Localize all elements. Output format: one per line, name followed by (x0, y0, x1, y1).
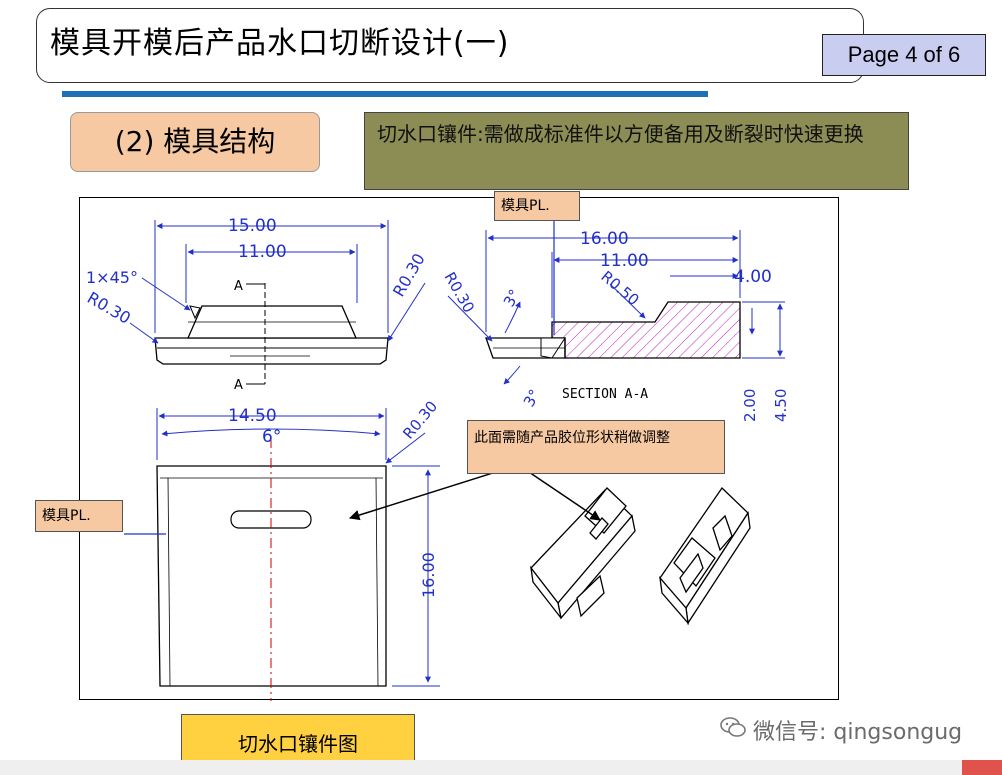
dim-4-5: 4.50 (772, 389, 790, 422)
callout-arrow-left (348, 465, 516, 521)
dim-r030-right: R0.30 (389, 250, 429, 300)
page-indicator: Page 4 of 6 (822, 34, 986, 76)
dim-r030-front: R0.30 (399, 397, 441, 442)
dim-11-section: 11.00 (600, 251, 649, 271)
bottom-bar (0, 760, 1002, 775)
dim-14-5: 14.50 (228, 406, 277, 426)
section-caption: SECTION A-A (562, 387, 648, 402)
title-rule (62, 91, 708, 97)
dim-15: 15.00 (228, 216, 277, 236)
front-dimensions (156, 408, 440, 687)
wechat-icon (720, 716, 746, 744)
page-title: 模具开模后产品水口切断设计(一) (50, 26, 510, 61)
iso-part-2 (659, 487, 751, 626)
front-view (156, 438, 387, 701)
iso-part-1 (530, 487, 636, 620)
section-mark-top: A (234, 279, 243, 294)
section-mark-bottom: A (234, 378, 243, 393)
insert-note: 切水口镶件:需做成标准件以方便备用及断裂时快速更换 (364, 112, 909, 190)
dim-11: 11.00 (238, 242, 287, 262)
pl-callout-left: 模具PL. (35, 500, 123, 532)
pl-callout-top: 模具PL. (494, 191, 580, 221)
dim-3deg-top: 3° (500, 286, 524, 310)
dim-4: 4.00 (734, 267, 772, 287)
dim-6deg: 6° (262, 427, 281, 447)
section-dimensions (447, 230, 785, 385)
section-label: (2) 模具结构 (70, 112, 320, 172)
dim-16-section: 16.00 (580, 229, 629, 249)
dim-r030-left: R0.30 (84, 288, 134, 328)
callout-arrow-right (519, 465, 601, 521)
dim-chamfer: 1×45° (86, 268, 138, 287)
top-view-dimensions (129, 220, 426, 384)
dim-3deg-bottom: 3° (520, 386, 544, 410)
dim-r030-section: R0.30 (441, 269, 479, 316)
watermark: 微信号: qingsongug (720, 714, 990, 745)
section-view (485, 301, 741, 359)
dim-2: 2.00 (741, 389, 759, 422)
dim-16-front: 16.00 (419, 552, 438, 598)
top-view-part (154, 305, 389, 365)
technical-drawing: 15.00 11.00 1×45° R0.30 R0.30 A A (79, 197, 839, 701)
red-corner-block (962, 760, 1002, 775)
adjust-callout: 此面需随产品胶位形状稍做调整 (467, 420, 725, 474)
dim-r050: R0.50 (597, 267, 642, 309)
title-box (36, 8, 864, 83)
watermark-text: 微信号: qingsongug (753, 720, 963, 745)
